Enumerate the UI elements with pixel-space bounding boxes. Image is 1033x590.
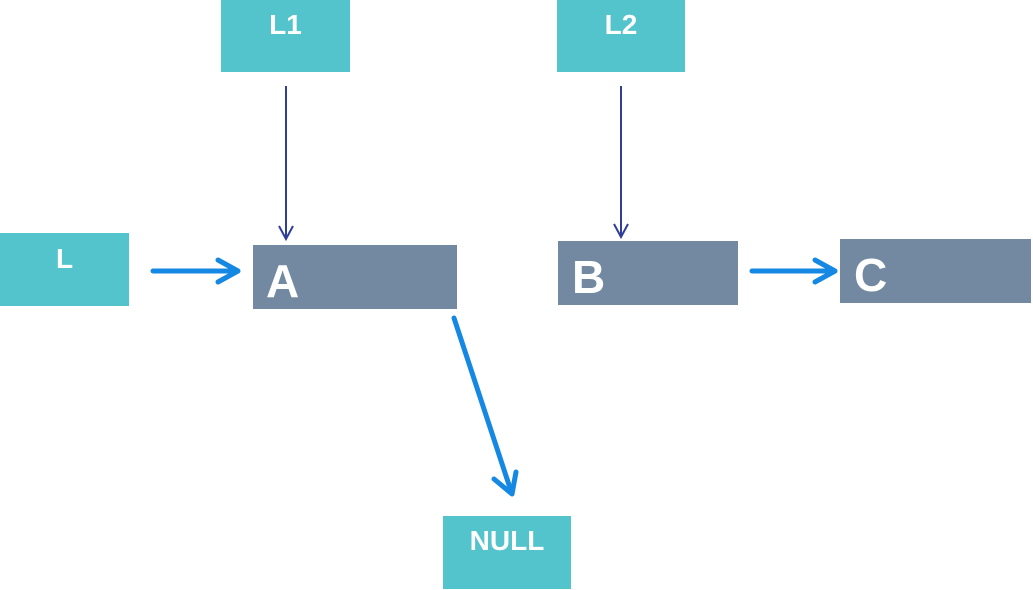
arrow-l1-to-a	[278, 86, 294, 242]
pointer-l1: L1	[221, 0, 350, 72]
pointer-l2: L2	[557, 0, 685, 72]
arrow-a-to-null	[451, 315, 519, 497]
pointer-l-label: L	[55, 243, 74, 274]
node-b-label: B	[572, 251, 606, 303]
node-c-label: C	[854, 249, 888, 301]
arrow-l-to-a	[150, 257, 241, 285]
pointer-l1-label: L1	[269, 9, 302, 40]
pointer-l2-label: L2	[604, 9, 638, 40]
arrow-b-to-c	[749, 257, 838, 285]
node-a-label: A	[266, 255, 300, 307]
node-c: C	[840, 239, 1031, 303]
null-label: NULL	[469, 525, 545, 556]
null-node: NULL	[443, 516, 571, 589]
arrow-l2-to-b	[613, 86, 629, 240]
node-b: B	[558, 241, 738, 305]
node-a: A	[253, 245, 457, 309]
pointer-l: L	[0, 233, 129, 306]
